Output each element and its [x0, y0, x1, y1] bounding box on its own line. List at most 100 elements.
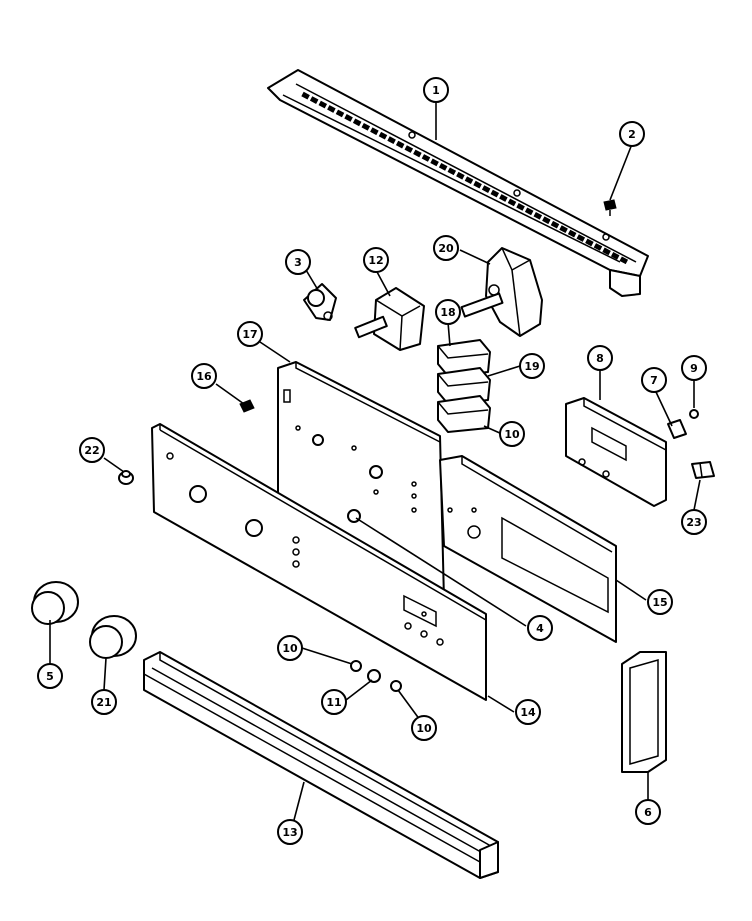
callout-label: 7 — [650, 374, 658, 387]
rail-slot — [318, 100, 328, 109]
top-trim-rail — [267, 69, 649, 297]
rail-slot — [473, 180, 482, 189]
callout-label: 19 — [524, 360, 539, 373]
rail-slot — [499, 194, 508, 202]
rail-slot — [361, 122, 371, 131]
callout-circle — [91, 689, 117, 715]
bottom-extrusion-13 — [143, 651, 499, 879]
callout-c3: 3 — [285, 249, 311, 275]
callout-c18: 18 — [435, 299, 461, 325]
knob-part-21 — [89, 615, 137, 659]
callout-circle — [587, 345, 613, 371]
rail-slot — [559, 225, 568, 233]
lamp-part-3 — [303, 283, 337, 321]
callout-circle — [237, 321, 263, 347]
callout-label: 9 — [690, 362, 698, 375]
rail-slot — [421, 154, 431, 162]
callout-circle — [277, 635, 303, 661]
callout-label: 1 — [432, 84, 440, 97]
callout-c9: 9 — [681, 355, 707, 381]
rail-slot — [352, 118, 362, 127]
button-part-10-upper — [350, 660, 362, 672]
rail-slot — [516, 203, 525, 211]
rail-slot — [301, 91, 310, 100]
callout-label: 11 — [326, 696, 341, 709]
rail-slot — [507, 198, 517, 207]
rail-slot — [464, 176, 474, 185]
callout-label: 14 — [520, 706, 536, 719]
callout-c21: 21 — [91, 689, 117, 715]
screw-part-2 — [603, 199, 617, 216]
rail-slot — [438, 162, 448, 171]
callout-circle — [647, 589, 673, 615]
callout-c19: 19 — [519, 353, 545, 379]
callout-circle — [635, 799, 661, 825]
button-part-11 — [367, 669, 381, 683]
callout-c1: 1 — [423, 77, 449, 103]
callout-label: 2 — [628, 128, 636, 141]
rocker-switch-19 — [437, 367, 491, 405]
callout-label: 17 — [242, 328, 257, 341]
callout-label: 3 — [294, 256, 302, 269]
rail-slot — [447, 167, 457, 176]
screw-part-9 — [689, 409, 699, 419]
rail-slot — [430, 158, 439, 167]
callout-circle — [277, 819, 303, 845]
rail-slot — [335, 109, 345, 118]
rail-slot — [404, 145, 414, 153]
rail-slot — [524, 207, 534, 216]
callout-c10b: 10 — [277, 635, 303, 661]
rail-slot — [309, 96, 319, 104]
rocker-switch-stack — [437, 339, 491, 433]
callout-c2: 2 — [619, 121, 645, 147]
callout-circle — [363, 247, 389, 273]
rail-slot — [481, 185, 491, 193]
callout-circle — [641, 367, 667, 393]
callout-circle — [681, 355, 707, 381]
callout-circle — [37, 663, 63, 689]
callout-circle — [499, 421, 525, 447]
switch-part-20 — [460, 247, 543, 337]
knob-part-5 — [31, 581, 79, 625]
rail-slot — [602, 247, 611, 256]
rotary-switch-12 — [354, 287, 425, 351]
callout-c10c: 10 — [411, 715, 437, 741]
rail-slot — [490, 189, 500, 198]
callout-c20: 20 — [433, 235, 459, 261]
callout-c23: 23 — [681, 509, 707, 535]
callout-c17: 17 — [237, 321, 263, 347]
callout-circle — [411, 715, 437, 741]
callout-c7: 7 — [641, 367, 667, 393]
callout-label: 10 — [504, 428, 520, 441]
callout-label: 12 — [368, 254, 383, 267]
rail-slot — [533, 211, 543, 220]
callout-circle — [619, 121, 645, 147]
rail-slot — [327, 105, 336, 113]
callout-label: 23 — [686, 516, 701, 529]
rail-slot — [395, 140, 405, 149]
callout-circle — [515, 699, 541, 725]
callout-circle — [79, 437, 105, 463]
callout-c13: 13 — [277, 819, 303, 845]
callout-label: 6 — [644, 806, 652, 819]
rail-slot — [610, 251, 620, 260]
callout-c10a: 10 — [499, 421, 525, 447]
callout-label: 20 — [438, 242, 454, 255]
callout-label: 15 — [652, 596, 667, 609]
callout-label: 5 — [46, 670, 54, 683]
rail-slot — [413, 149, 422, 158]
callout-circle — [435, 299, 461, 325]
rail-slot — [593, 243, 603, 251]
callout-c4: 4 — [527, 615, 553, 641]
callout-circle — [423, 77, 449, 103]
callout-circle — [527, 615, 553, 641]
callout-c16: 16 — [191, 363, 217, 389]
callout-c5: 5 — [37, 663, 63, 689]
callout-c22: 22 — [79, 437, 105, 463]
front-control-panel-14 — [151, 423, 487, 701]
rail-slot — [585, 238, 594, 247]
rail-slot — [456, 171, 465, 180]
callout-circle — [433, 235, 459, 261]
callout-label: 10 — [416, 722, 432, 735]
